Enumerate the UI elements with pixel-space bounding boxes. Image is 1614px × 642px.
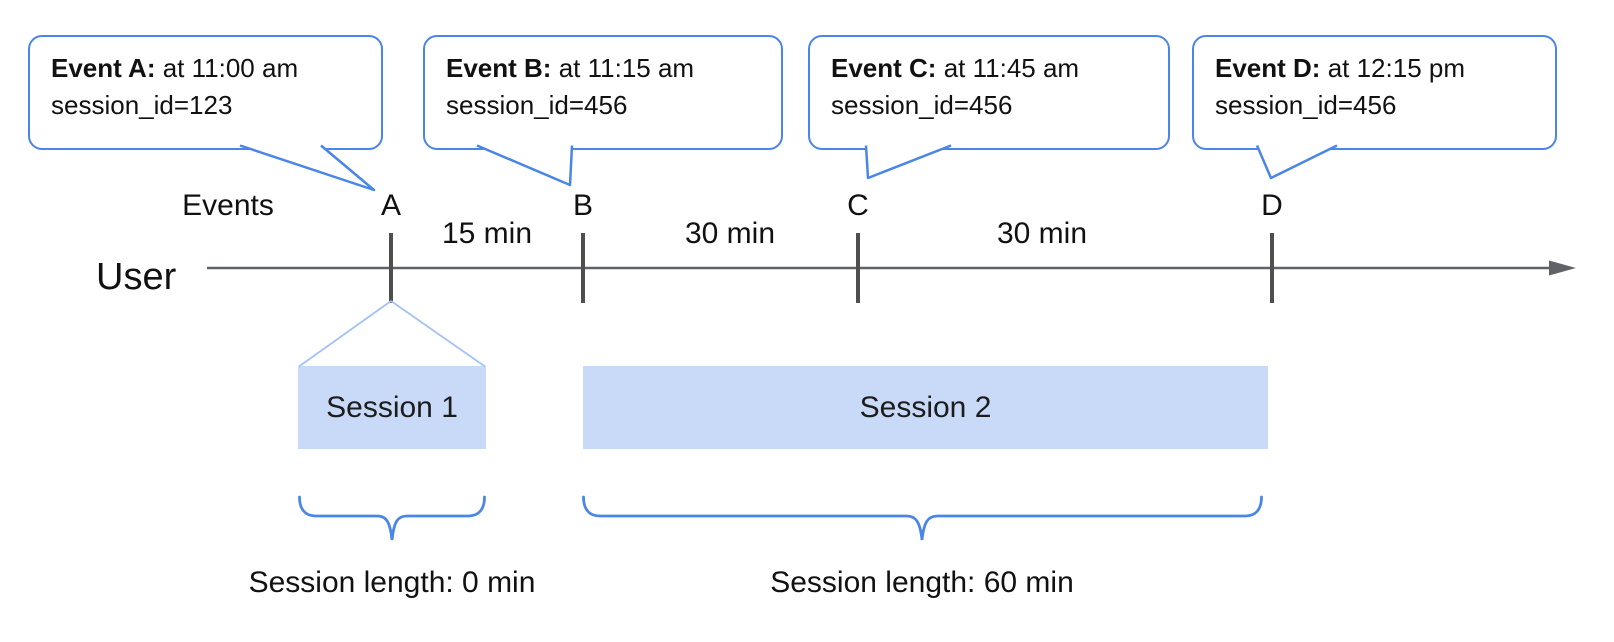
callout-session-id: session_id=456 <box>1215 90 1397 120</box>
event-d-callout-tail <box>1255 144 1338 180</box>
event-b-callout-tail <box>476 144 574 187</box>
event-c-callout: Event C: at 11:45 am session_id=456 <box>808 35 1170 150</box>
session-2-box: Session 2 <box>583 366 1268 449</box>
session-2-brace <box>582 495 1263 541</box>
event-letter-c: C <box>847 189 869 222</box>
callout-title: Event A: <box>51 53 156 83</box>
event-b-callout: Event B: at 11:15 am session_id=456 <box>423 35 783 150</box>
events-axis-label: Events <box>182 189 274 222</box>
callout-session-id: session_id=456 <box>446 90 628 120</box>
callout-title: Event D: <box>1215 53 1321 83</box>
callout-time: at 11:00 am <box>155 53 299 83</box>
event-letter-b: B <box>572 189 594 222</box>
session-2-length-caption: Session length: 60 min <box>770 566 1074 599</box>
callout-line-1: Event D: at 12:15 pm <box>1215 50 1535 87</box>
callout-time: at 12:15 pm <box>1320 53 1466 83</box>
session-1-brace <box>298 495 486 541</box>
interval-label-a-b: 15 min <box>441 217 533 250</box>
callout-time: at 11:15 am <box>551 53 695 83</box>
event-letter-a: A <box>380 189 402 222</box>
session-1-box: Session 1 <box>298 366 486 449</box>
session-1-length-caption: Session length: 0 min <box>248 566 536 599</box>
event-a-callout-tail <box>239 144 376 192</box>
session-1-label: Session 1 <box>326 390 458 424</box>
event-a-callout: Event A: at 11:00 am session_id=123 <box>28 35 383 150</box>
callout-time: at 11:45 am <box>936 53 1080 83</box>
callout-session-id: session_id=456 <box>831 90 1013 120</box>
event-d-callout: Event D: at 12:15 pm session_id=456 <box>1192 35 1557 150</box>
timeline-arrowhead-icon <box>1549 260 1576 276</box>
event-letter-d: D <box>1261 189 1283 222</box>
callout-line-1: Event B: at 11:15 am <box>446 50 761 87</box>
callout-title: Event B: <box>446 53 552 83</box>
interval-label-b-c: 30 min <box>684 217 776 250</box>
event-c-callout-tail <box>864 144 952 180</box>
interval-label-c-d: 30 min <box>996 217 1088 250</box>
callout-line-1: Event C: at 11:45 am <box>831 50 1148 87</box>
callout-session-id: session_id=123 <box>51 90 233 120</box>
session-1-expansion-line-right <box>390 300 486 368</box>
callout-line-1: Event A: at 11:00 am <box>51 50 361 87</box>
session-1-expansion-line-left <box>298 300 392 368</box>
callout-title: Event C: <box>831 53 937 83</box>
user-timeline-label: User <box>96 256 177 298</box>
session-2-label: Session 2 <box>859 390 992 424</box>
